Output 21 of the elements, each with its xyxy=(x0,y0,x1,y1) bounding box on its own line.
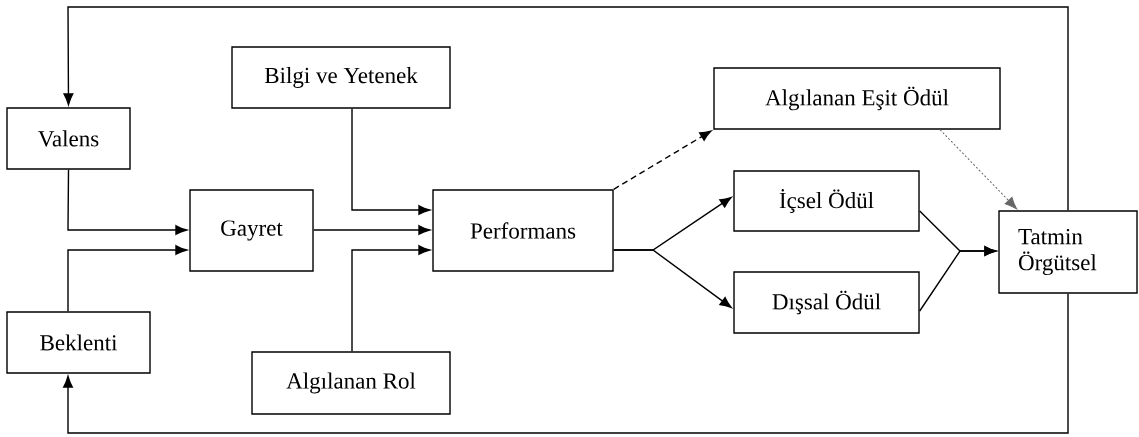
process-box: Algılanan Rol xyxy=(251,351,451,415)
process-box: Gayret xyxy=(189,189,314,272)
arrow xyxy=(919,246,997,312)
dashed-arrow xyxy=(939,129,1018,210)
arrow xyxy=(67,169,188,235)
process-box: Valens xyxy=(6,107,131,170)
arrow xyxy=(351,245,431,352)
arrow xyxy=(313,225,431,235)
process-box: Dışsal Ödül xyxy=(733,271,920,334)
arrow xyxy=(613,249,732,309)
arrow xyxy=(67,245,188,312)
process-box: Bilgi ve Yetenek xyxy=(231,46,451,109)
dashed-arrow xyxy=(613,130,712,190)
process-box: İçsel Ödül xyxy=(733,170,920,232)
process-box: Algılanan Eşit Ödül xyxy=(713,67,1001,130)
arrow xyxy=(63,293,1069,434)
process-box: Tatmin Örgütsel xyxy=(998,210,1138,294)
process-box: Performans xyxy=(432,189,614,272)
arrow xyxy=(351,108,431,215)
arrow xyxy=(63,6,1069,211)
process-box: Beklenti xyxy=(6,311,151,374)
